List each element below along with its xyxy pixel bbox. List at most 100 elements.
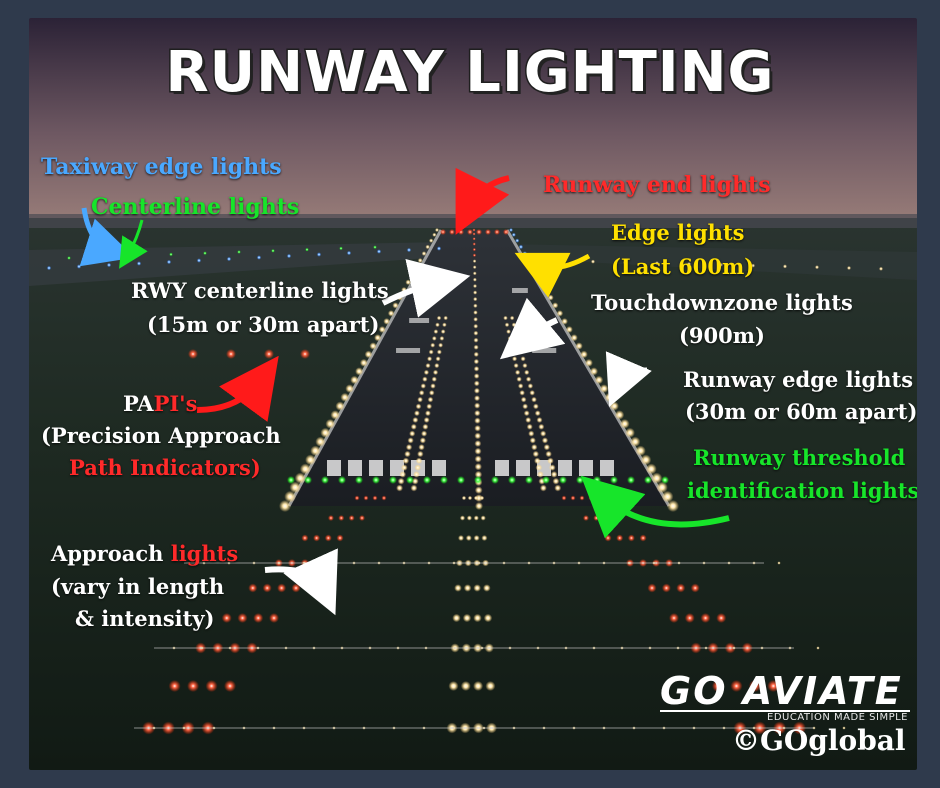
- light-dot: [531, 444, 538, 451]
- light-dot: [304, 476, 312, 484]
- light-dot: [418, 390, 425, 396]
- light-dot: [405, 279, 411, 286]
- light-dot: [552, 477, 560, 485]
- light-dot: [812, 726, 816, 730]
- approach-light-bars: [134, 562, 814, 729]
- light-dot: [46, 265, 52, 271]
- light-dot: [457, 476, 465, 484]
- light-dot: [748, 680, 761, 692]
- light-dot: [712, 680, 724, 692]
- light-dot: [473, 290, 478, 295]
- light-dot: [687, 262, 691, 266]
- light-dot: [229, 642, 241, 654]
- light-dot: [603, 515, 610, 521]
- light-dot: [402, 561, 406, 565]
- light-dot: [541, 437, 549, 444]
- arrow-runway-edge: [605, 351, 652, 407]
- label-threshold: Runway threshold: [693, 445, 906, 470]
- light-dot: [423, 369, 430, 376]
- light-dot: [473, 722, 484, 734]
- light-dot: [473, 380, 480, 387]
- light-dot: [377, 561, 381, 565]
- brand-tagline: EDUCATION MADE SIMPLE: [660, 710, 910, 723]
- light-dot: [459, 515, 466, 521]
- light-dot: [67, 256, 71, 260]
- light-dot: [264, 349, 274, 359]
- light-dot: [610, 476, 618, 484]
- light-dot: [419, 437, 426, 444]
- light-dot: [362, 726, 366, 730]
- light-dot: [271, 249, 275, 253]
- light-dot: [652, 561, 656, 565]
- light-dot: [716, 613, 727, 623]
- light-dot: [431, 336, 437, 341]
- light-dot: [554, 484, 562, 492]
- light-dot: [485, 229, 491, 235]
- light-dot: [435, 228, 439, 232]
- light-dot: [473, 366, 480, 372]
- light-dot: [788, 646, 792, 650]
- light-dot: [539, 484, 547, 492]
- light-dot: [677, 561, 681, 565]
- light-dot: [570, 495, 576, 501]
- light-dot: [473, 584, 482, 592]
- light-dot: [286, 253, 292, 259]
- light-dot: [535, 464, 543, 471]
- light-dot: [452, 726, 456, 730]
- light-dot: [704, 646, 708, 650]
- light-dot: [529, 437, 536, 444]
- arrow-threshold: [580, 475, 730, 539]
- light-dot: [467, 495, 473, 501]
- copyright-text: ©GOglobal: [732, 724, 906, 757]
- light-dot: [325, 418, 336, 429]
- light-dot: [619, 418, 630, 429]
- light-dot: [525, 376, 532, 382]
- label-rwy-centerline-sub: (15m or 30m apart): [147, 312, 380, 337]
- light-dot: [224, 680, 236, 692]
- label-edge-lights-sub: (Last 600m): [611, 254, 755, 279]
- arrow-rwy-centerline: [381, 258, 471, 318]
- light-dot: [389, 476, 397, 484]
- light-dot: [561, 318, 568, 325]
- light-dot: [423, 417, 430, 423]
- light-dot: [639, 559, 648, 567]
- light-dot: [256, 255, 262, 260]
- label-centerline: Centerline lights: [91, 194, 300, 220]
- light-dot: [639, 534, 647, 542]
- light-dot: [392, 302, 399, 309]
- light-dot: [520, 356, 526, 362]
- light-dot: [527, 561, 531, 565]
- runway-marker: [512, 288, 528, 293]
- light-dot: [524, 369, 530, 376]
- light-dot: [519, 390, 525, 396]
- light-dot: [474, 455, 482, 463]
- threshold-stripe: [432, 460, 446, 476]
- light-dot: [483, 584, 491, 592]
- light-dot: [561, 495, 567, 501]
- light-dot: [101, 255, 105, 259]
- light-dot: [534, 272, 540, 278]
- light-dot: [272, 726, 276, 730]
- light-dot: [752, 561, 756, 565]
- light-dot: [355, 367, 364, 376]
- light-dot: [409, 430, 416, 437]
- light-dot: [372, 495, 378, 501]
- light-dot: [540, 430, 547, 437]
- light-dot: [354, 495, 360, 501]
- light-dot: [564, 646, 568, 650]
- light-dot: [536, 646, 540, 650]
- light-dot: [368, 646, 372, 650]
- light-dot: [474, 432, 482, 440]
- light-dot: [690, 642, 702, 654]
- light-dot: [472, 237, 476, 241]
- light-dot: [172, 646, 176, 650]
- light-dot: [572, 726, 576, 730]
- light-dot: [472, 265, 477, 270]
- light-dot: [483, 613, 493, 623]
- light-dot: [212, 726, 216, 730]
- light-dot: [530, 265, 536, 271]
- light-dot: [359, 358, 368, 367]
- light-dot: [532, 450, 540, 458]
- light-dot: [429, 238, 434, 243]
- light-dot: [350, 375, 359, 385]
